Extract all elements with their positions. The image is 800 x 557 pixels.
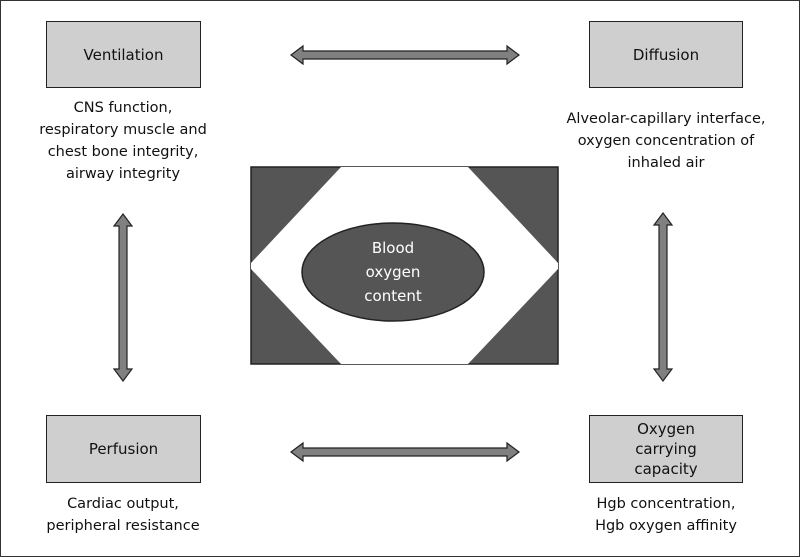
blood-oxygen-content-label: Blood oxygen content [364, 239, 422, 305]
ventilation-description: CNS function, respiratory muscle and che… [39, 100, 207, 182]
diffusion-description: Alveolar-capillary interface, oxygen con… [566, 111, 766, 171]
perfusion-description: Cardiac output, peripheral resistance [46, 496, 200, 534]
perfusion-title: Perfusion [88, 440, 159, 458]
diffusion-title: Diffusion [632, 45, 700, 64]
oxygen-carrying-capacity-box: Oxygen carrying capacity [589, 415, 743, 483]
blood-oxygen-ellipse [301, 222, 485, 322]
perfusion-box: Perfusion [46, 415, 201, 483]
oxygen-carrying-capacity-title: Oxygen carrying capacity [634, 420, 698, 478]
arrow-ventilation-diffusion [290, 44, 520, 66]
ventilation-box: Ventilation [46, 21, 201, 88]
oxygen-carrying-capacity-description: Hgb concentration, Hgb oxygen affinity [595, 496, 737, 534]
arrow-ventilation-perfusion [112, 213, 134, 382]
arrow-diffusion-oxygen-carrying [652, 212, 674, 382]
diffusion-box: Diffusion [589, 21, 743, 88]
arrow-perfusion-oxygen-carrying [290, 441, 520, 463]
ventilation-title: Ventilation [83, 45, 164, 64]
